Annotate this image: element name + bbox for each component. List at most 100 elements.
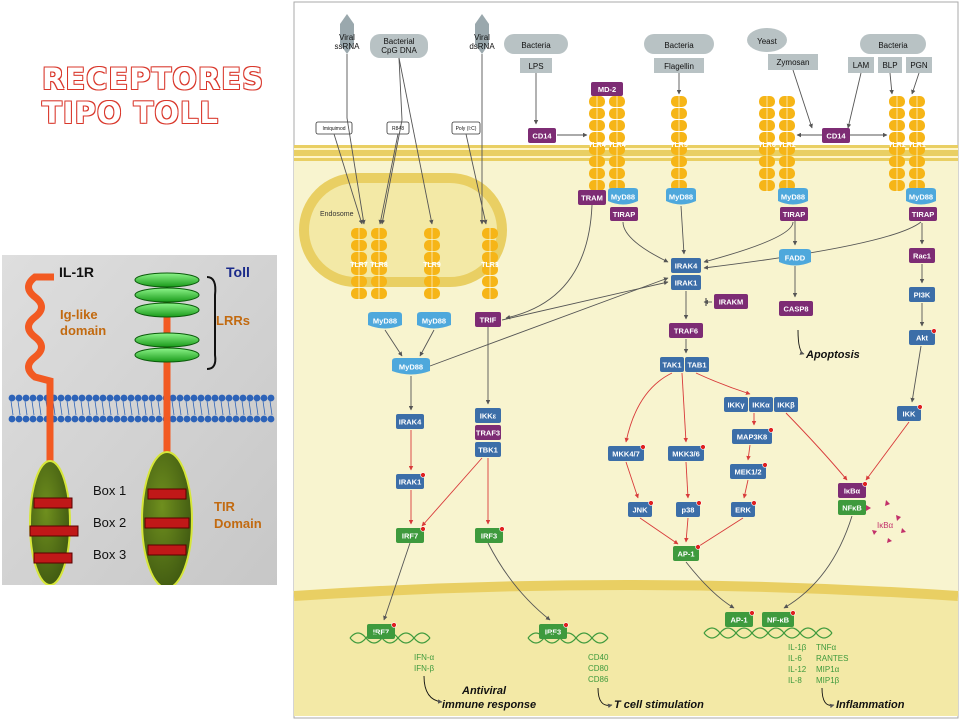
imiquimod-label: Imiquimod: [322, 126, 345, 132]
ikk-box: IKK: [897, 404, 923, 421]
akt-box-text: Akt: [916, 334, 929, 343]
irak1-endo-text: IRAK1: [399, 478, 422, 487]
tlr2a-label: TLR2: [778, 142, 796, 149]
tlr4b-receptor: TLR4: [608, 96, 626, 192]
casp8-box: CASP8: [779, 301, 813, 316]
tbk1-box-text: TBK1: [478, 446, 498, 455]
tram-box: TRAM: [578, 190, 606, 205]
irf7-nuc: IRF7: [367, 622, 397, 639]
tab1-box: TAB1: [685, 357, 709, 372]
traf3-box: TRAF3: [475, 425, 501, 440]
agonists: Imiquimod R848 Poly (I:C): [315, 121, 481, 135]
lam-label: LAM: [853, 61, 870, 70]
nfkb-nuc-text: NF-κB: [767, 616, 790, 625]
endosome-label: Endosome: [320, 211, 354, 218]
gene-il1b: IL-1β: [788, 643, 807, 652]
tram-box-text: TRAM: [581, 194, 603, 203]
tlr4a-label: TLR4: [588, 142, 606, 149]
tlr1-receptor: TLR1: [908, 96, 926, 192]
myd88-tlr4: MyD88: [608, 188, 638, 205]
erk-box: ERK: [731, 500, 757, 517]
il1r-label: IL-1R: [59, 264, 94, 280]
ap1-box: AP-1: [673, 544, 701, 561]
ig-domain-label: domain: [60, 323, 106, 338]
tlr8-receptor: TLR8: [370, 228, 388, 300]
lrr-discs: [134, 272, 200, 363]
nuclear-membrane: [293, 580, 959, 601]
casp8-box-text: CASP8: [783, 305, 808, 314]
ikke-box-text: IKKε: [480, 412, 497, 421]
gene-tnfa: TNFα: [816, 643, 837, 652]
tirap-tlr4-text: TIRAP: [613, 210, 636, 219]
mek12-box: MEK1/2: [730, 462, 768, 479]
jnk-box-text: JNK: [632, 506, 648, 515]
map3k8-box-text: MAP3K8: [737, 433, 767, 442]
tirap-tlr1-text: TIRAP: [912, 210, 935, 219]
outcome-labels: Antiviral immune response T cell stimula…: [442, 349, 905, 711]
tlr4a-receptor: TLR4: [588, 96, 606, 192]
nucleus: [294, 589, 958, 716]
ikkb-box: IKKβ: [774, 397, 798, 412]
fadd-box-text: FADD: [785, 254, 806, 263]
nfkb-box: NFκB: [838, 500, 866, 515]
irak1-box: IRAK1: [671, 275, 701, 290]
tirap-tlr2-text: TIRAP: [783, 210, 806, 219]
ig-like-label: Ig-like: [60, 307, 98, 322]
pathway-arrows: [333, 54, 925, 621]
tlr1-label: TLR1: [908, 142, 926, 149]
yeast-label: Yeast: [757, 37, 778, 46]
irak1-endo: IRAK1: [396, 472, 426, 489]
tlr5-label: TLR5: [670, 142, 688, 149]
tbk1-box: TBK1: [475, 442, 501, 457]
pgn-label: PGN: [910, 61, 928, 70]
tak1-box: TAK1: [660, 357, 684, 372]
irak4-endo-text: IRAK4: [399, 418, 422, 427]
irak1-box-text: IRAK1: [675, 279, 698, 288]
tlr3-receptor: TLR3: [481, 228, 499, 300]
gene-rantes: RANTES: [816, 654, 848, 663]
md2-box-text: MD-2: [598, 85, 616, 94]
tak1-box-text: TAK1: [662, 361, 681, 370]
fadd-box: FADD: [779, 249, 811, 266]
irf7-box-text: IRF7: [402, 532, 418, 541]
dna-strands: [349, 627, 833, 644]
bacteria-right-label: Bacteria: [878, 41, 908, 50]
tirap-tlr1: TIRAP: [909, 207, 937, 221]
svg-text:ssRNA: ssRNA: [335, 42, 361, 51]
ikkg-box-text: IKKγ: [727, 401, 745, 410]
ikkb-box-text: IKKβ: [777, 401, 795, 410]
irak4-box-text: IRAK4: [675, 262, 698, 271]
myd88-tlr9-text: MyD88: [422, 317, 446, 326]
tcell-label: T cell stimulation: [614, 699, 704, 711]
tab1-box-text: TAB1: [687, 361, 706, 370]
mek12-box-text: MEK1/2: [734, 468, 761, 477]
nfkb-box-text: NFκB: [842, 504, 862, 513]
ikke-box: IKKε: [475, 408, 501, 423]
tirap-tlr4: TIRAP: [610, 207, 638, 221]
r848-label: R848: [392, 126, 404, 132]
mkk36-box: MKK3/6: [668, 444, 706, 461]
slide-title: RECEPTORES TIPO TOLL: [42, 62, 264, 130]
jnk-box: JNK: [628, 500, 654, 517]
mkk36-box-text: MKK3/6: [672, 450, 700, 459]
title-line-2: TIPO TOLL: [42, 96, 219, 130]
irf3-box: IRF3: [475, 526, 505, 543]
myd88-tlr2-text: MyD88: [781, 193, 805, 202]
pi3k-box: PI3K: [909, 287, 935, 302]
plasma-membrane: [294, 145, 958, 161]
il1r-toll-diagram: IL-1R Toll Ig-like domain LRRs Box 1 Box…: [2, 255, 277, 589]
polyic-label: Poly (I:C): [456, 126, 477, 132]
mkk47-box-text: MKK4/7: [612, 450, 640, 459]
cd14-left-text: CD14: [532, 132, 552, 141]
tlr5-receptor: TLR5: [670, 96, 688, 192]
ligands: Viral ssRNA Bacterial CpG DNA Viral dsRN…: [335, 14, 932, 73]
zymosan-label: Zymosan: [777, 58, 810, 67]
gene-cd86: CD86: [588, 675, 609, 684]
traf3-box-text: TRAF3: [476, 429, 500, 438]
tlr7-label: TLR7: [350, 262, 368, 269]
gene-il6: IL-6: [788, 654, 802, 663]
inflammation-label: Inflammation: [836, 699, 905, 711]
gene-outputs: IFN-α IFN-β CD40 CD80 CD86 IL-1β IL-6 IL…: [414, 643, 848, 685]
irak4-endo: IRAK4: [396, 414, 424, 429]
bacteria-lps-label: Bacteria: [521, 41, 551, 50]
